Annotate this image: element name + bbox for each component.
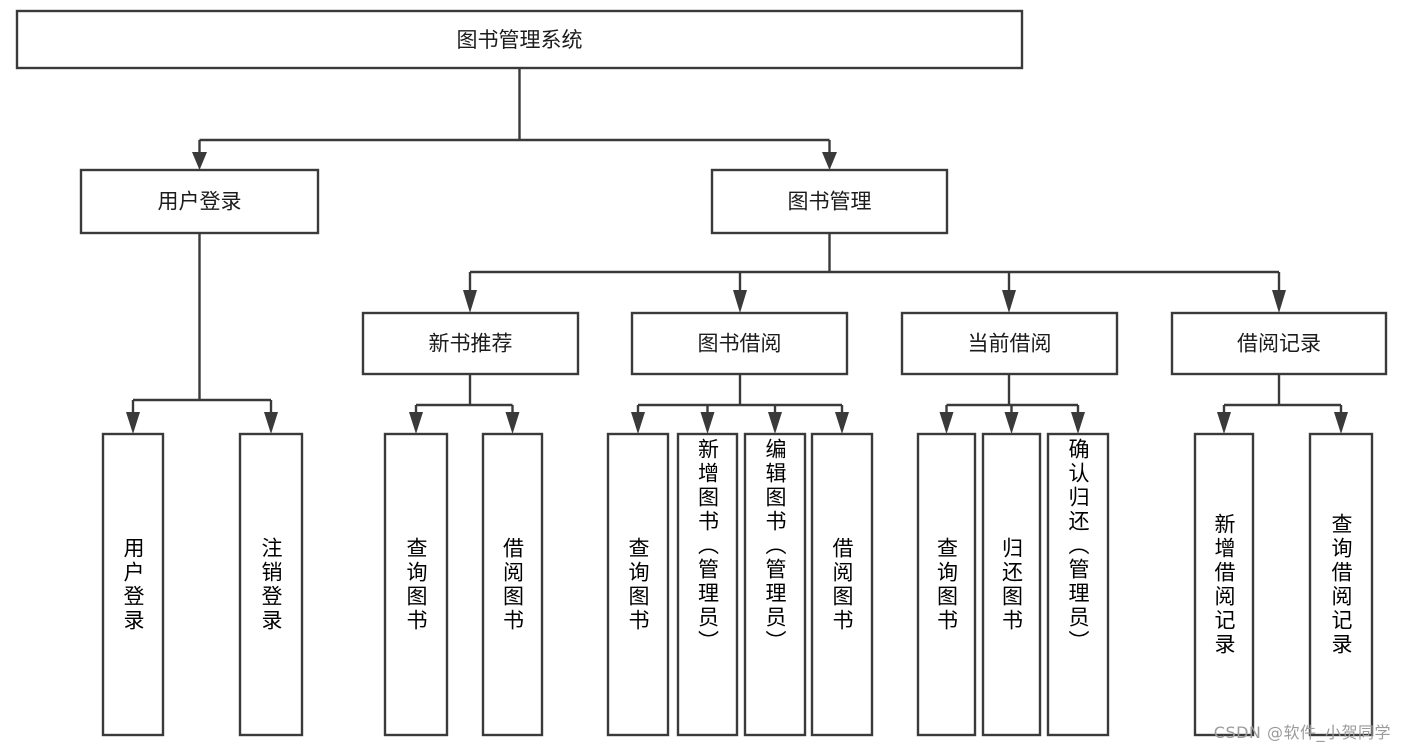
leaf-br-add-record-label: 新增借阅记录 xyxy=(1212,512,1236,657)
node-current-borrow-label: 当前借阅 xyxy=(968,332,1052,356)
leaf-logout[interactable]: 注销登录 xyxy=(238,432,304,737)
leaf-cb-confirm-return-label: 确认归还（管理员） xyxy=(1066,438,1090,654)
leaf-nbr-borrow-book-box[interactable] xyxy=(481,432,544,737)
leaf-br-add-record-box[interactable] xyxy=(1193,432,1255,737)
leaf-nbr-borrow-book[interactable]: 借阅图书 xyxy=(481,432,544,737)
node-borrow-record-box[interactable] xyxy=(1170,311,1388,376)
leaf-user-login[interactable]: 用户登录 xyxy=(101,432,165,737)
leaf-bb-add-book-label: 新增图书（管理员） xyxy=(695,438,720,654)
arrow-head-book-mgmt xyxy=(822,152,837,170)
node-current-borrow[interactable]: 当前借阅 xyxy=(900,311,1119,376)
leaf-nbr-query-book-label: 查询图书 xyxy=(404,536,428,633)
node-borrow-record[interactable]: 借阅记录 xyxy=(1170,311,1388,376)
node-root-system[interactable]: 图书管理系统 xyxy=(15,9,1024,70)
leaf-logout-label: 注销登录 xyxy=(259,536,283,633)
leaf-bb-query-book-label-wrap: 查询图书 xyxy=(626,536,650,633)
leaf-bb-edit-book-box[interactable] xyxy=(743,432,807,737)
leaf-bb-borrow-book[interactable]: 借阅图书 xyxy=(810,432,874,737)
node-root-system-label: 图书管理系统 xyxy=(457,28,583,52)
leaf-nbr-borrow-book-label-wrap: 借阅图书 xyxy=(500,536,525,633)
leaf-bb-add-book-box[interactable] xyxy=(676,432,739,737)
leaf-cb-return-book[interactable]: 归还图书 xyxy=(981,432,1042,737)
leaf-br-query-record-label-wrap: 查询借阅记录 xyxy=(1329,512,1353,657)
arrow-head-bb-borrow-book xyxy=(835,412,849,434)
node-new-book-recommend[interactable]: 新书推荐 xyxy=(361,311,580,376)
arrow-head-bb-add-book xyxy=(700,412,715,434)
node-user-login-label: 用户登录 xyxy=(158,190,242,214)
arrow-head-cb-return-book xyxy=(1004,412,1019,434)
arrow-head-book-borrow xyxy=(733,290,747,313)
connector-layer xyxy=(126,68,1348,434)
leaf-cb-confirm-return-box[interactable] xyxy=(1046,432,1110,737)
arrow-head-nbr-borrow-book xyxy=(505,412,520,434)
leaf-cb-confirm-return-label-wrap: 确认归还（管理员） xyxy=(1066,438,1090,654)
leaf-bb-edit-book[interactable]: 编辑图书（管理员） xyxy=(743,432,807,737)
arrow-head-user-login xyxy=(192,152,207,170)
node-user-login-box[interactable] xyxy=(79,168,320,235)
node-current-borrow-box[interactable] xyxy=(900,311,1119,376)
node-borrow-record-label: 借阅记录 xyxy=(1237,332,1321,356)
leaf-user-login-label-wrap: 用户登录 xyxy=(121,536,145,633)
leaf-br-add-record-label-wrap: 新增借阅记录 xyxy=(1212,512,1236,657)
leaf-bb-query-book-box[interactable] xyxy=(606,432,670,737)
arrow-head-cb-confirm-return xyxy=(1071,412,1085,434)
leaf-br-query-record-box[interactable] xyxy=(1308,432,1374,737)
leaf-cb-query-book[interactable]: 查询图书 xyxy=(916,432,977,737)
leaf-bb-edit-book-label-wrap: 编辑图书（管理员） xyxy=(763,438,787,654)
leaf-bb-edit-book-label: 编辑图书（管理员） xyxy=(763,438,787,654)
arrow-head-leaf-user-login xyxy=(126,412,140,434)
arrow-head-bb-edit-book xyxy=(768,412,782,434)
node-root-system-box[interactable] xyxy=(15,9,1024,70)
leaf-cb-query-book-label-wrap: 查询图书 xyxy=(934,536,959,633)
leaf-bb-add-book-label-wrap: 新增图书（管理员） xyxy=(695,438,720,654)
leaf-bb-borrow-book-label: 借阅图书 xyxy=(830,536,854,633)
leaf-nbr-query-book-box[interactable] xyxy=(383,432,449,737)
leaf-user-login-box[interactable] xyxy=(101,432,165,737)
leaf-cb-confirm-return[interactable]: 确认归还（管理员） xyxy=(1046,432,1110,737)
leaf-logout-box[interactable] xyxy=(238,432,304,737)
arrow-head-new-book-rec xyxy=(463,290,477,313)
arrow-head-nbr-query-book xyxy=(409,412,423,434)
leaf-cb-return-book-box[interactable] xyxy=(981,432,1042,737)
arrow-head-borrow-record xyxy=(1272,290,1286,313)
leaf-nbr-borrow-book-label: 借阅图书 xyxy=(500,536,525,633)
node-user-login[interactable]: 用户登录 xyxy=(79,168,320,235)
arrow-head-leaf-logout xyxy=(264,412,278,434)
leaf-cb-return-book-label-wrap: 归还图书 xyxy=(999,536,1024,633)
node-book-management[interactable]: 图书管理 xyxy=(710,168,949,235)
node-new-book-recommend-label: 新书推荐 xyxy=(429,332,513,356)
leaf-bb-add-book[interactable]: 新增图书（管理员） xyxy=(676,432,739,737)
arrow-head-bb-query-book xyxy=(631,412,645,434)
leaf-logout-label-wrap: 注销登录 xyxy=(259,536,283,633)
leaf-bb-borrow-book-box[interactable] xyxy=(810,432,874,737)
leaf-cb-query-book-box[interactable] xyxy=(916,432,977,737)
leaf-bb-query-book[interactable]: 查询图书 xyxy=(606,432,670,737)
leaf-user-login-label: 用户登录 xyxy=(121,536,145,633)
arrow-head-br-add-record xyxy=(1217,412,1231,434)
leaf-br-add-record[interactable]: 新增借阅记录 xyxy=(1193,432,1255,737)
node-book-management-label: 图书管理 xyxy=(788,190,872,214)
leaf-bb-borrow-book-label-wrap: 借阅图书 xyxy=(830,536,854,633)
leaf-nbr-query-book[interactable]: 查询图书 xyxy=(383,432,449,737)
leaf-bb-query-book-label: 查询图书 xyxy=(626,536,650,633)
leaf-cb-query-book-label: 查询图书 xyxy=(934,536,959,633)
node-new-book-recommend-box[interactable] xyxy=(361,311,580,376)
arrow-head-current-borrow xyxy=(1002,290,1016,313)
node-book-borrow-label: 图书借阅 xyxy=(698,332,782,356)
arrow-head-br-query-record xyxy=(1334,412,1348,434)
node-book-management-box[interactable] xyxy=(710,168,949,235)
leaf-nbr-query-book-label-wrap: 查询图书 xyxy=(404,536,428,633)
arrow-head-cb-query-book xyxy=(939,412,954,434)
node-book-borrow-box[interactable] xyxy=(630,311,849,376)
node-book-borrow[interactable]: 图书借阅 xyxy=(630,311,849,376)
leaf-br-query-record[interactable]: 查询借阅记录 xyxy=(1308,432,1374,737)
leaf-br-query-record-label: 查询借阅记录 xyxy=(1329,512,1353,657)
leaf-cb-return-book-label: 归还图书 xyxy=(999,536,1024,633)
